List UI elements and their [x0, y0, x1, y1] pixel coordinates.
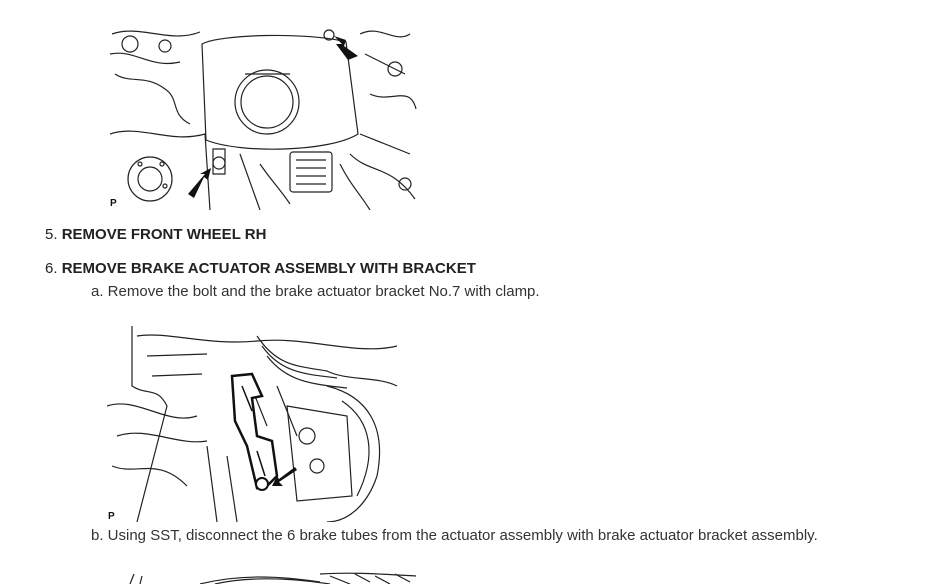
tubes-line-drawing	[129, 572, 417, 584]
reservoir-line-drawing	[110, 29, 417, 210]
step-title: REMOVE FRONT WHEEL RH	[61, 226, 267, 243]
substep-b: b. Using SST, disconnect the 6 brake tub…	[91, 527, 818, 544]
figure-actuator-bracket-illustration: P	[107, 326, 403, 522]
figure-brake-tubes-illustration	[120, 572, 420, 584]
step-remove-front-wheel: 5. REMOVE FRONT WHEEL RH	[45, 226, 266, 243]
bracket-line-drawing	[107, 326, 398, 522]
substep-a: a. Remove the bolt and the brake actuato…	[91, 283, 540, 300]
figure-reservoir-illustration: P	[110, 14, 418, 210]
step-remove-brake-actuator: 6. REMOVE BRAKE ACTUATOR ASSEMBLY WITH B…	[45, 260, 476, 277]
step-number: 6.	[45, 260, 58, 277]
figure-label: P	[108, 511, 115, 522]
step-number: 5.	[45, 226, 58, 243]
figure-label: P	[110, 198, 117, 209]
step-title: REMOVE BRAKE ACTUATOR ASSEMBLY WITH BRAC…	[61, 260, 476, 277]
